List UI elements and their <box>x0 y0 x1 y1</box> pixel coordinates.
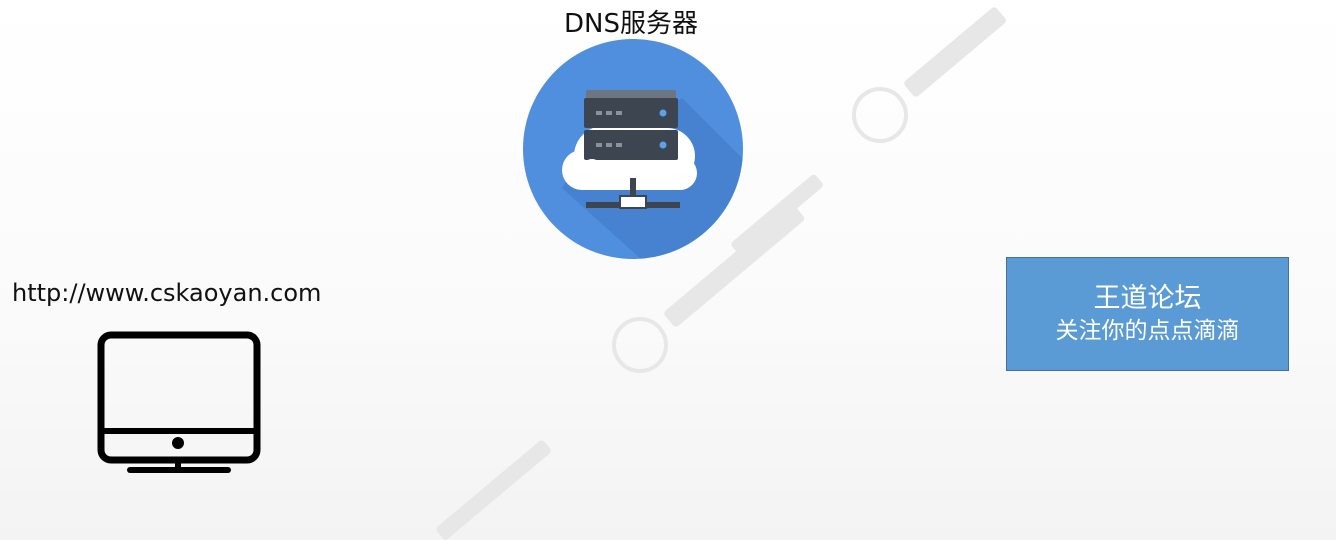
dns-server-label: DNS服务器 <box>564 9 698 39</box>
computer-icon <box>97 331 261 473</box>
wangdao-forum-box: 王道论坛 关注你的点点滴滴 <box>1006 257 1289 371</box>
dns-server-icon <box>523 39 743 259</box>
site-title: 王道论坛 <box>1093 283 1202 314</box>
client-url-label: http://www.cskaoyan.com <box>12 279 322 307</box>
site-subtitle: 关注你的点点滴滴 <box>1055 318 1240 344</box>
